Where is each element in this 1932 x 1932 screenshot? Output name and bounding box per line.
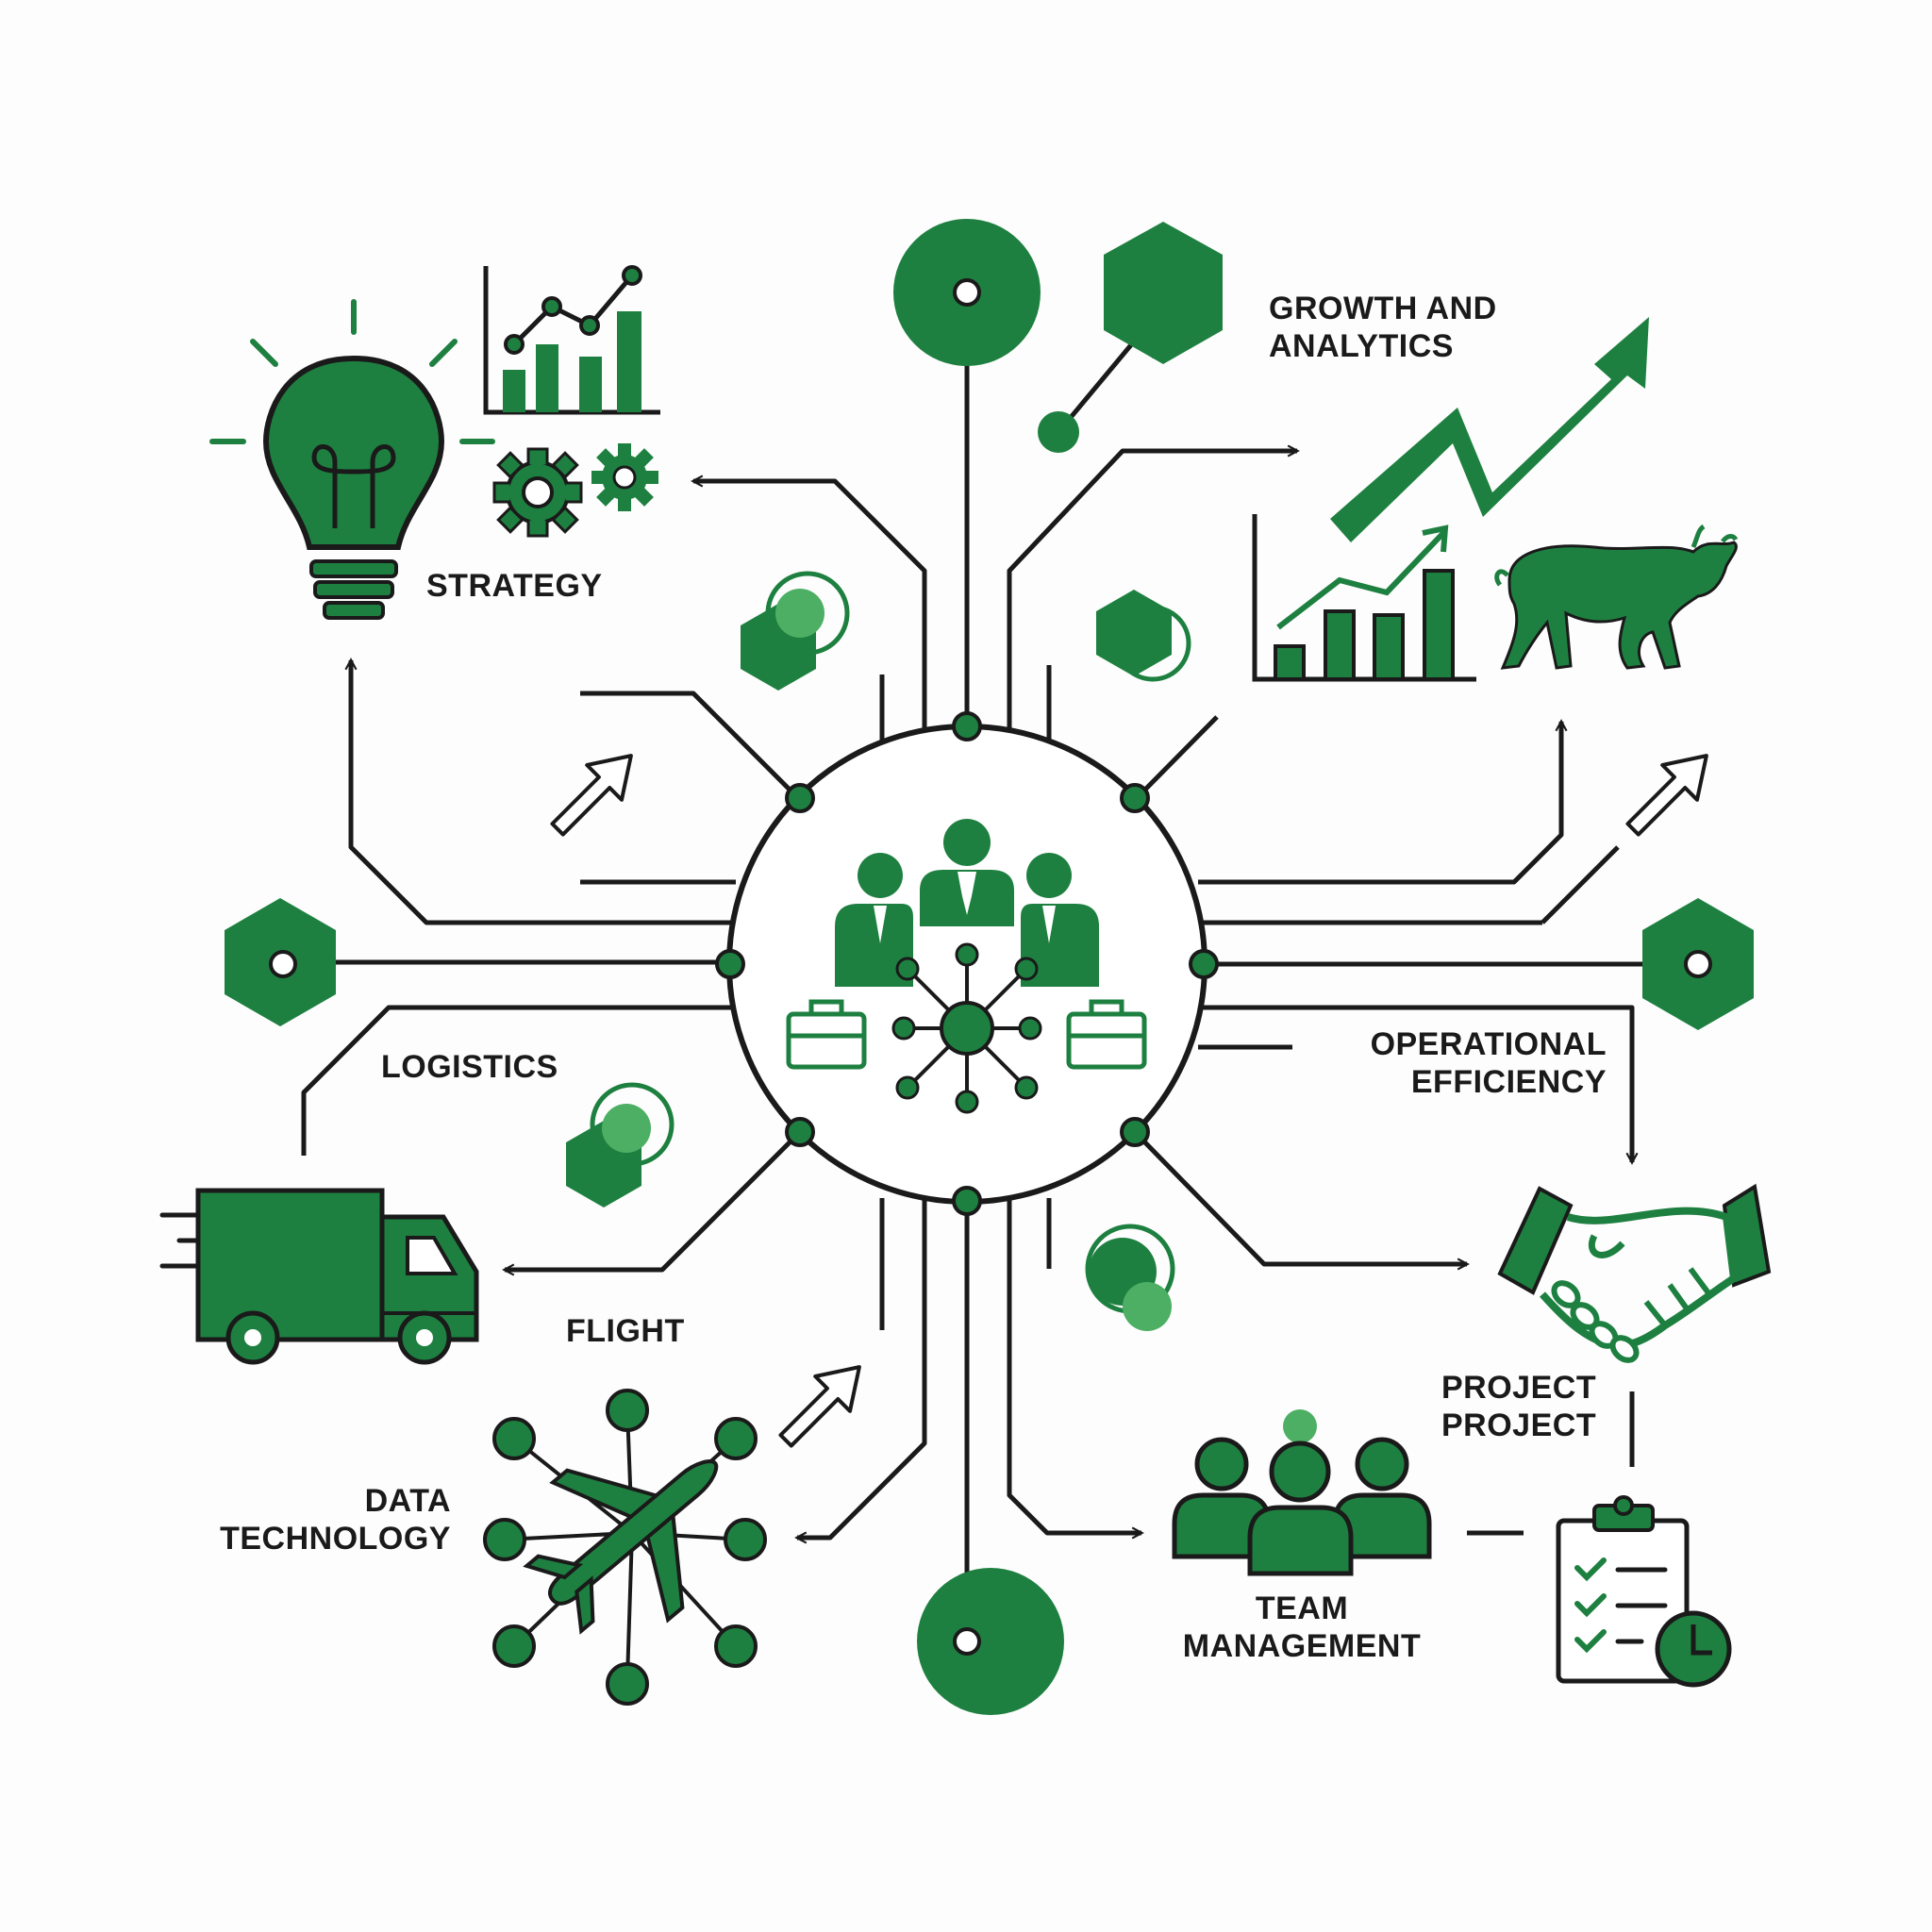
label-growth-line2: ANALYTICS (1269, 328, 1454, 364)
bottom-circle-node (917, 1568, 1064, 1715)
people-group-icon (1172, 1409, 1432, 1576)
line-to-handshake (1133, 1130, 1467, 1264)
line-right-to-chart (1198, 722, 1561, 885)
line-to-plane (797, 1198, 927, 1538)
trend-arrow-icon (1330, 317, 1649, 542)
line-to-strategy (693, 481, 927, 736)
line-right-diag (1541, 845, 1620, 924)
lightbulb-icon (209, 299, 495, 620)
line-upper-right (1133, 715, 1219, 802)
bull-icon (1494, 524, 1739, 670)
label-team-line1: TEAM (1256, 1591, 1348, 1626)
airplane-network-icon (483, 1389, 767, 1706)
gear-icon (492, 447, 583, 538)
gear-icon (591, 443, 658, 511)
hex-circle-decoration (1096, 590, 1191, 682)
line-left-to-bulb (351, 660, 734, 925)
briefcase-icon (786, 999, 867, 1070)
hex-circle-decoration (741, 571, 850, 691)
connector-lines (283, 292, 1698, 1641)
bottom-node-dot (953, 1627, 981, 1656)
left-hex-dot (269, 950, 297, 978)
outline-arrow-icon (550, 754, 633, 837)
label-growth-line1: GROWTH AND (1269, 291, 1497, 326)
label-operational-line1: OPERATIONAL (1371, 1026, 1607, 1062)
label-logistics: LOGISTICS (381, 1049, 558, 1085)
line-to-truck (505, 1130, 802, 1270)
airplane-icon (523, 1459, 719, 1635)
line-to-growth (1007, 451, 1297, 736)
growth-chart-icon (1252, 514, 1476, 682)
handshake-icon (1497, 1183, 1772, 1363)
line-to-team (1007, 1198, 1141, 1533)
central-hub (715, 711, 1219, 1216)
labels: STRATEGY GROWTH AND ANALYTICS LOGISTICS … (220, 291, 1607, 1664)
bar-chart-icon (483, 265, 660, 415)
top-hexagon (1104, 222, 1223, 364)
label-data-line2: TECHNOLOGY (220, 1521, 451, 1557)
node-dot (1038, 411, 1079, 453)
top-node-dot (953, 278, 981, 307)
hex-circle-decoration (566, 1082, 675, 1208)
line-left-logistics (301, 1005, 734, 1156)
briefcase-icon (1066, 999, 1147, 1070)
label-project-line1: PROJECT (1441, 1370, 1596, 1406)
label-flight: FLIGHT (566, 1313, 685, 1349)
clipboard-clock-icon (1556, 1495, 1732, 1688)
line-right-to-ops (1198, 1005, 1632, 1162)
label-strategy: STRATEGY (426, 568, 603, 604)
outline-arrows (550, 754, 1708, 1448)
team-network-icon (786, 819, 1147, 1114)
outline-arrow-icon (1625, 754, 1708, 837)
label-data-line1: DATA (365, 1483, 451, 1519)
right-hex-dot (1684, 950, 1712, 978)
truck-icon (159, 1188, 479, 1365)
line-upper-left-a (580, 691, 802, 802)
outline-arrow-icon (778, 1365, 861, 1448)
label-operational-line2: EFFICIENCY (1411, 1064, 1607, 1100)
circle-decoration (1085, 1224, 1175, 1331)
label-project-line2: PROJECT (1441, 1407, 1596, 1443)
label-team-line2: MANAGEMENT (1183, 1628, 1421, 1664)
